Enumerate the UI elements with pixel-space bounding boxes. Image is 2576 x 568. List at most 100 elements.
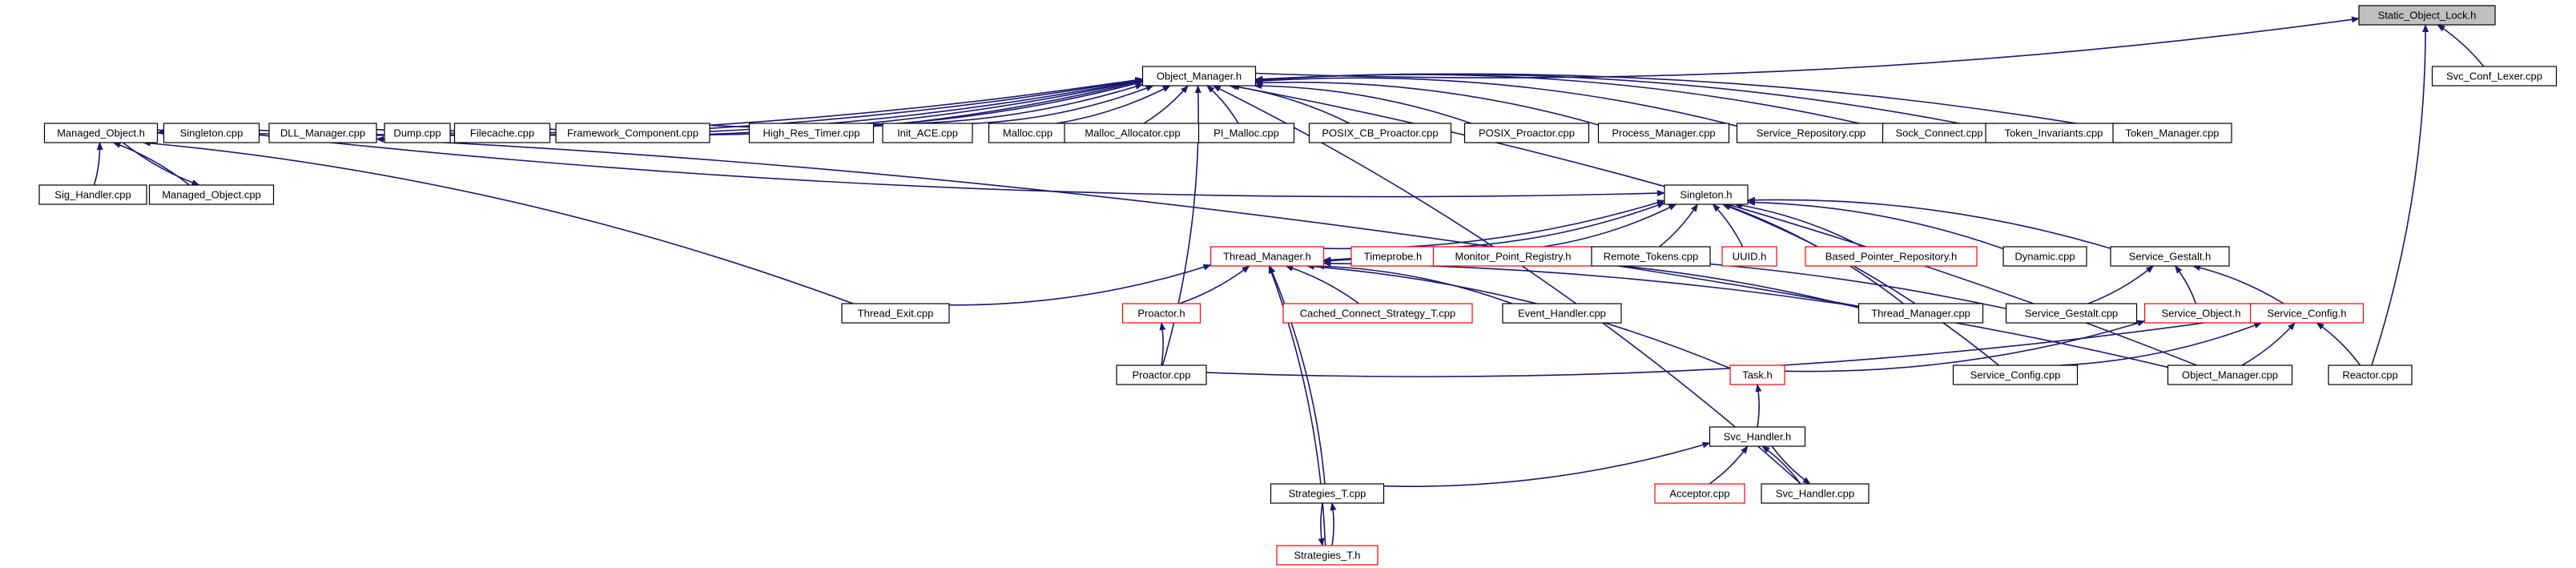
node-box (841, 303, 950, 324)
node-box (1721, 246, 1777, 267)
edge-process-manager-cpp-to-object-manager-h (1254, 79, 1599, 126)
node-filecache-cpp[interactable]: Filecache.cpp (453, 123, 551, 143)
edge-task-h-to-service-object-h (1784, 320, 2146, 373)
node-label: Malloc.cpp (1003, 127, 1053, 139)
node-sig-handler-cpp[interactable]: Sig_Handler.cpp (38, 184, 147, 205)
edge-service-config-h-to-service-gestalt-h (2192, 264, 2284, 304)
edge-proactor-cpp-to-proactor-h (1159, 322, 1166, 366)
edge-monitor-point-registry-h-to-singleton-h (1543, 203, 1677, 248)
node-label: Object_Manager.cpp (2182, 369, 2278, 381)
node-malloc-cpp[interactable]: Malloc.cpp (988, 123, 1068, 143)
node-object-manager-cpp[interactable]: Object_Manager.cpp (2167, 365, 2293, 385)
edge-svc-conf-lexer-cpp-to-static-object-lock-h (2437, 24, 2485, 67)
node-process-manager-cpp[interactable]: Process_Manager.cpp (1597, 123, 1730, 143)
edge-uuid-h-to-singleton-h (1712, 203, 1744, 248)
edge-init-ace-cpp-to-object-manager-h (972, 85, 1154, 125)
node-box (43, 123, 159, 143)
edge-svc-handler-h-to-svc-handler-cpp (1771, 445, 1811, 485)
node-box (1116, 365, 1207, 385)
node-pi-malloc-cpp[interactable]: PI_Malloc.cpp (1197, 123, 1295, 143)
node-svc-conf-lexer-cpp[interactable]: Svc_Conf_Lexer.cpp (2431, 66, 2558, 87)
node-box (988, 123, 1068, 143)
node-service-repository-cpp[interactable]: Service_Repository.cpp (1736, 123, 1886, 143)
node-service-object-h[interactable]: Service_Object.h (2143, 303, 2259, 324)
node-posix-cb-proactor-cpp[interactable]: POSIX_CB_Proactor.cpp (1308, 123, 1452, 143)
node-service-config-h[interactable]: Service_Config.h (2249, 303, 2365, 324)
node-init-ace-cpp[interactable]: Init_ACE.cpp (882, 123, 973, 143)
edge-thread-exit-cpp-to-thread-manager-h (948, 264, 1212, 306)
node-box (1952, 365, 2079, 385)
node-thread-manager-h[interactable]: Thread_Manager.h (1210, 246, 1325, 267)
node-box (1308, 123, 1452, 143)
node-svc-handler-h[interactable]: Svc_Handler.h (1709, 426, 1806, 447)
node-box (2002, 246, 2087, 267)
node-acceptor-cpp[interactable]: Acceptor.cpp (1654, 483, 1745, 504)
node-strategies-t-cpp[interactable]: Strategies_T.cpp (1270, 483, 1385, 504)
edge-object-manager-cpp-to-service-config-h (2241, 322, 2296, 366)
node-label: Dynamic.cpp (2015, 251, 2075, 263)
node-label: Token_Invariants.cpp (2005, 127, 2103, 139)
node-object-manager-h[interactable]: Object_Manager.h (1141, 66, 1257, 87)
node-framework-component-cpp[interactable]: Framework_Component.cpp (555, 123, 710, 143)
node-proactor-h[interactable]: Proactor.h (1121, 303, 1201, 324)
node-managed-object-cpp[interactable]: Managed_Object.cpp (148, 184, 275, 205)
node-label: Service_Config.cpp (1970, 369, 2061, 381)
node-singleton-cpp[interactable]: Singleton.cpp (163, 123, 260, 143)
node-static-object-lock-h[interactable]: Static_Object_Lock.h (2358, 5, 2496, 26)
node-label: Service_Gestalt.cpp (2025, 308, 2118, 320)
node-managed-object-h[interactable]: Managed_Object.h (43, 123, 159, 143)
edge-managed-object-h-to-managed-object-cpp (123, 142, 200, 186)
edge-strategies-t-h-to-thread-manager-h (1268, 265, 1326, 546)
node-box (148, 184, 275, 205)
node-label: Proactor.cpp (1133, 369, 1191, 381)
edge-pi-malloc-cpp-to-object-manager-h (1206, 85, 1239, 124)
node-cached-connect-strategy-t-cpp[interactable]: Cached_Connect_Strategy_T.cpp (1282, 303, 1473, 324)
node-thread-exit-cpp[interactable]: Thread_Exit.cpp (841, 303, 950, 324)
node-reactor-cpp[interactable]: Reactor.cpp (2328, 365, 2413, 385)
node-malloc-allocator-cpp[interactable]: Malloc_Allocator.cpp (1064, 123, 1201, 143)
node-high-res-timer-cpp[interactable]: High_Res_Timer.cpp (748, 123, 875, 143)
node-proactor-cpp[interactable]: Proactor.cpp (1116, 365, 1207, 385)
node-label: Framework_Component.cpp (567, 127, 698, 139)
node-label: Static_Object_Lock.h (2378, 10, 2477, 22)
node-label: Reactor.cpp (2342, 369, 2397, 381)
edge-proactor-cpp-to-service-config-h (1205, 314, 2252, 377)
edge-dynamic-cpp-to-singleton-h (1747, 199, 2004, 250)
node-singleton-h[interactable]: Singleton.h (1664, 184, 1749, 205)
node-token-invariants-cpp[interactable]: Token_Invariants.cpp (1985, 123, 2123, 143)
node-box (1121, 303, 1201, 324)
edge-acceptor-cpp-to-svc-handler-h (1709, 445, 1749, 485)
node-label: Managed_Object.h (57, 127, 145, 139)
node-remote-tokens-cpp[interactable]: Remote_Tokens.cpp (1591, 246, 1711, 267)
node-timeprobe-h[interactable]: Timeprobe.h (1350, 246, 1435, 267)
node-box (1282, 303, 1473, 324)
edge-managed-object-cpp-to-managed-object-h (112, 142, 190, 186)
node-sock-connect-cpp[interactable]: Sock_Connect.cpp (1882, 123, 1997, 143)
node-strategies-t-h[interactable]: Strategies_T.h (1276, 545, 1379, 566)
node-task-h[interactable]: Task.h (1729, 365, 1785, 385)
node-uuid-h[interactable]: UUID.h (1721, 246, 1777, 267)
node-box (1985, 123, 2123, 143)
node-label: Svc_Handler.h (1724, 431, 1792, 443)
node-based-pointer-repository-h[interactable]: Based_Pointer_Repository.h (1805, 246, 1978, 267)
edge-service-repository-cpp-to-object-manager-h (1254, 77, 1737, 127)
node-dump-cpp[interactable]: Dump.cpp (384, 123, 451, 143)
node-box (1270, 483, 1385, 504)
node-label: Event_Handler.cpp (1518, 308, 1606, 320)
node-dynamic-cpp[interactable]: Dynamic.cpp (2002, 246, 2087, 267)
node-service-gestalt-h[interactable]: Service_Gestalt.h (2110, 246, 2230, 267)
node-label: Timeprobe.h (1364, 251, 1423, 263)
node-label: Malloc_Allocator.cpp (1085, 127, 1180, 139)
node-event-handler-cpp[interactable]: Event_Handler.cpp (1502, 303, 1622, 324)
node-monitor-point-registry-h[interactable]: Monitor_Point_Registry.h (1432, 246, 1594, 267)
node-token-manager-cpp[interactable]: Token_Manager.cpp (2112, 123, 2232, 143)
node-service-config-cpp[interactable]: Service_Config.cpp (1952, 365, 2079, 385)
node-posix-proactor-cpp[interactable]: POSIX_Proactor.cpp (1463, 123, 1590, 143)
node-box (2143, 303, 2259, 324)
node-dll-manager-cpp[interactable]: DLL_Manager.cpp (268, 123, 377, 143)
node-label: Service_Config.h (2268, 308, 2347, 320)
node-svc-handler-cpp[interactable]: Svc_Handler.cpp (1761, 483, 1870, 504)
node-thread-manager-cpp[interactable]: Thread_Manager.cpp (1858, 303, 1984, 324)
node-label: Dump.cpp (393, 127, 441, 139)
node-service-gestalt-cpp[interactable]: Service_Gestalt.cpp (2005, 303, 2138, 324)
